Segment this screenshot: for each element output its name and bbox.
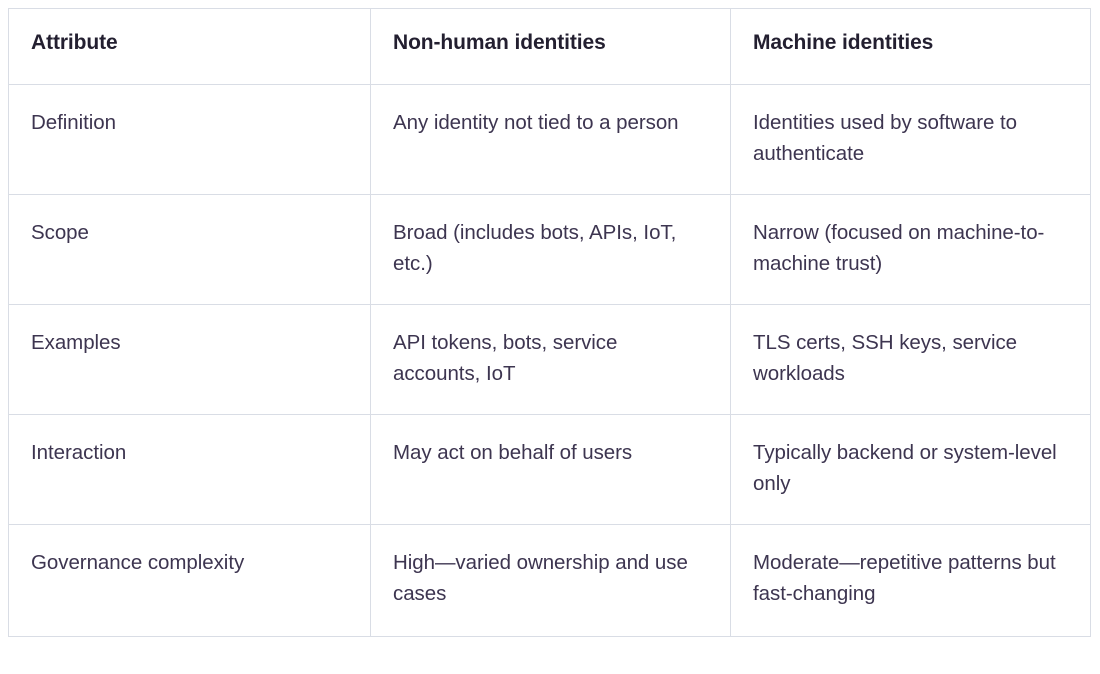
- column-header-non-human-identities: Non-human identities: [370, 8, 731, 85]
- cell-non-human-text: High—varied ownership and use cases: [393, 551, 688, 606]
- cell-machine-text: Typically backend or system-level only: [753, 441, 1057, 496]
- table-row: Definition Any identity not tied to a pe…: [8, 84, 1091, 195]
- table-body: Definition Any identity not tied to a pe…: [8, 84, 1091, 637]
- cell-machine-text: TLS certs, SSH keys, service workloads: [753, 331, 1018, 386]
- cell-non-human: High—varied ownership and use cases: [370, 524, 731, 637]
- column-header-attribute: Attribute: [8, 8, 371, 85]
- cell-machine-text: Identities used by software to authentic…: [753, 111, 1018, 166]
- table-row: Interaction May act on behalf of users T…: [8, 414, 1091, 525]
- column-header-non-human-identities-label: Non-human identities: [393, 31, 606, 54]
- cell-machine: Typically backend or system-level only: [730, 414, 1091, 525]
- table-row: Governance complexity High—varied owners…: [8, 524, 1091, 637]
- cell-non-human: API tokens, bots, service accounts, IoT: [370, 304, 731, 415]
- cell-non-human-text: May act on behalf of users: [393, 441, 633, 464]
- cell-attribute: Scope: [8, 194, 371, 305]
- column-header-attribute-label: Attribute: [31, 31, 118, 54]
- cell-attribute: Examples: [8, 304, 371, 415]
- cell-machine: Moderate—repetitive patterns but fast-ch…: [731, 525, 1091, 637]
- cell-attribute-text: Scope: [31, 221, 89, 244]
- cell-non-human-text: Any identity not tied to a person: [393, 111, 679, 134]
- cell-non-human-text: API tokens, bots, service accounts, IoT: [393, 331, 618, 386]
- cell-non-human: Broad (includes bots, APIs, IoT, etc.): [370, 194, 731, 305]
- cell-attribute-text: Examples: [31, 331, 121, 354]
- cell-attribute-text: Interaction: [31, 441, 127, 464]
- identity-comparison-table: Attribute Non-human identities Machine i…: [8, 8, 1091, 637]
- cell-machine: Narrow (focused on machine-to-machine tr…: [730, 194, 1091, 305]
- cell-attribute-text: Governance complexity: [31, 551, 245, 574]
- cell-machine-text: Moderate—repetitive patterns but fast-ch…: [753, 551, 1056, 606]
- cell-attribute-text: Definition: [31, 111, 116, 134]
- cell-non-human: May act on behalf of users: [370, 414, 731, 525]
- cell-machine: TLS certs, SSH keys, service workloads: [730, 304, 1091, 415]
- cell-attribute: Definition: [8, 84, 371, 195]
- column-header-machine-identities: Machine identities: [730, 8, 1091, 85]
- table-row: Examples API tokens, bots, service accou…: [8, 304, 1091, 415]
- table-header: Attribute Non-human identities Machine i…: [8, 8, 1091, 85]
- cell-attribute: Governance complexity: [8, 524, 371, 637]
- cell-non-human: Any identity not tied to a person: [370, 84, 731, 195]
- cell-non-human-text: Broad (includes bots, APIs, IoT, etc.): [393, 221, 677, 276]
- column-header-machine-identities-label: Machine identities: [753, 31, 934, 54]
- cell-attribute: Interaction: [8, 414, 371, 525]
- cell-machine: Identities used by software to authentic…: [730, 84, 1091, 195]
- table-row: Scope Broad (includes bots, APIs, IoT, e…: [8, 194, 1091, 305]
- table-header-row: Attribute Non-human identities Machine i…: [8, 8, 1091, 85]
- cell-machine-text: Narrow (focused on machine-to-machine tr…: [753, 221, 1045, 276]
